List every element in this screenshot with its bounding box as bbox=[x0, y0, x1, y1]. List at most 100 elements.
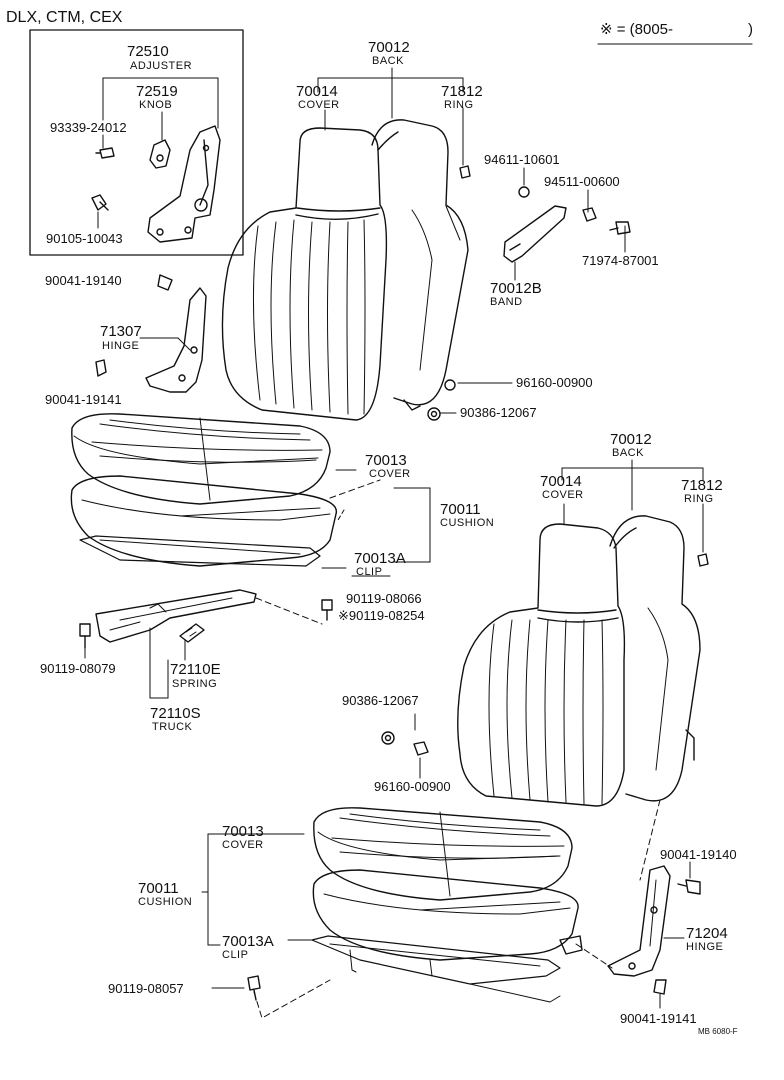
adjuster-drawing bbox=[147, 125, 221, 243]
lower-cover-part-number: 70014 bbox=[540, 473, 582, 490]
lower-hinge-bolt-bottom-part-number: 90041-19141 bbox=[620, 1011, 697, 1026]
lower-back-dash bbox=[639, 799, 661, 881]
lower-ring-part-number: 71812 bbox=[681, 477, 723, 494]
nut-part-number: 94511-00600 bbox=[544, 174, 620, 189]
upper-back-part-number: 70012 bbox=[368, 39, 410, 56]
lower-clip-part-name: CLIP bbox=[222, 949, 249, 961]
upper-cushion-leaders bbox=[321, 469, 431, 577]
cap-right-upper-drawing bbox=[427, 407, 441, 421]
upper-cover-part-name: COVER bbox=[298, 99, 340, 111]
upper-seat-back-drawing bbox=[221, 119, 469, 421]
lower-cushion-part-number: 70011 bbox=[138, 880, 179, 897]
lower-ring-part-name: RING bbox=[684, 493, 714, 505]
washer-upper-drawing bbox=[518, 186, 530, 198]
upper-clip-drawing bbox=[79, 535, 321, 567]
ring-lower-drawing bbox=[697, 553, 709, 567]
truck-bolt-b-part-number: ※90119-08254 bbox=[338, 608, 425, 623]
lower-cushion-drawing bbox=[312, 869, 583, 961]
clip-bolt-part-number: 71974-87001 bbox=[582, 253, 659, 268]
lower-hinge-part-name: HINGE bbox=[686, 941, 724, 953]
lower-hinge-bolt-top-part-number: 90041-19140 bbox=[660, 847, 737, 862]
truck-drawing bbox=[95, 589, 257, 643]
upper-ring-part-name: RING bbox=[444, 99, 474, 111]
hinge-lower-drawing bbox=[607, 865, 671, 977]
bolt-truck-left-drawing bbox=[79, 623, 91, 649]
inset-leader-lines bbox=[97, 77, 219, 229]
band-part-number: 70012B bbox=[490, 280, 542, 297]
nut-right-upper-drawing bbox=[444, 379, 456, 391]
lower-hinge-part-number: 71204 bbox=[686, 925, 728, 942]
washer-part-number: 94611-10601 bbox=[484, 152, 560, 167]
truck-part-number: 72110S bbox=[150, 705, 201, 722]
upper-clip-part-number: 70013A bbox=[354, 550, 406, 567]
hinge-upper-leaders bbox=[139, 337, 191, 351]
lower-seat-back-drawing bbox=[457, 515, 701, 807]
ring-upper-drawing bbox=[459, 165, 471, 179]
upper-cushion-part-number: 70011 bbox=[440, 501, 481, 518]
upper-cover-part-number: 70014 bbox=[296, 83, 338, 100]
truck-left-bolt-part-number: 90119-08079 bbox=[40, 661, 116, 676]
bolt-inset-drawing bbox=[91, 194, 109, 211]
inset-bolt-part-number: 90105-10043 bbox=[46, 231, 123, 246]
bolt-lower-cushion-drawing bbox=[247, 975, 261, 1001]
upper-cushion-part-name: CUSHION bbox=[440, 517, 495, 529]
lower-clip-part-number: 70013A bbox=[222, 933, 274, 950]
upper-clip-part-name: CLIP bbox=[356, 566, 383, 578]
spring-drawing bbox=[179, 623, 205, 643]
hinge-upper-drawing bbox=[145, 287, 207, 393]
screw-drawing bbox=[95, 147, 115, 159]
lower-cushion-bolt-part-number: 90119-08057 bbox=[108, 981, 184, 996]
lower-cushion-part-name: CUSHION bbox=[138, 896, 193, 908]
truck-leaders bbox=[84, 597, 323, 699]
lower-cushion-leaders bbox=[201, 833, 331, 1019]
upper-hinge-bolt-top-part-number: 90041-19140 bbox=[45, 273, 122, 288]
upper-cushion-cover-drawing bbox=[71, 413, 331, 505]
knob-drawing bbox=[149, 139, 171, 169]
cap-lower-drawing bbox=[381, 731, 395, 745]
truck-bolt-a-part-number: 90119-08066 bbox=[346, 591, 422, 606]
knob-part-name: KNOB bbox=[139, 99, 173, 111]
lower-clip-drawing bbox=[311, 935, 561, 1003]
upper-nut-right-part-number: 96160-00900 bbox=[516, 375, 593, 390]
lower-cover-part-name: COVER bbox=[542, 489, 584, 501]
lower-cushion-cover-part-number: 70013 bbox=[222, 823, 264, 840]
spring-part-name: SPRING bbox=[172, 678, 218, 690]
serial-note-suffix: ) bbox=[748, 21, 753, 38]
upper-ring-part-number: 71812 bbox=[441, 83, 483, 100]
lower-cap-part-number: 90386-12067 bbox=[342, 693, 419, 708]
clip-bolt-drawing bbox=[609, 221, 631, 235]
knob-part-number: 72519 bbox=[136, 83, 178, 100]
bolt-truck-right-drawing bbox=[321, 599, 333, 621]
nut-lower-drawing bbox=[413, 741, 429, 756]
upper-cushion-cover-part-number: 70013 bbox=[365, 452, 407, 469]
lower-cushion-cover-part-name: COVER bbox=[222, 839, 264, 851]
inset-frame bbox=[29, 29, 244, 256]
upper-hinge-bolt-bottom-part-number: 90041-19141 bbox=[45, 392, 122, 407]
band-drawing bbox=[503, 205, 567, 263]
lower-nut-part-number: 96160-00900 bbox=[374, 779, 451, 794]
adjuster-part-name: ADJUSTER bbox=[130, 60, 193, 72]
lower-back-leaders bbox=[414, 459, 704, 779]
upper-cushion-drawing bbox=[70, 475, 338, 567]
upper-hinge-part-number: 71307 bbox=[100, 323, 142, 340]
lower-cushion-cover-drawing bbox=[313, 807, 573, 901]
diagram-code: MB 6080-F bbox=[698, 1027, 738, 1036]
serial-note-prefix: ※ = (8005- bbox=[600, 21, 674, 38]
nut-upper-drawing bbox=[582, 207, 597, 222]
spring-part-number: 72110E bbox=[170, 661, 221, 678]
screw-part-number: 93339-24012 bbox=[50, 120, 127, 135]
upper-cap-right-part-number: 90386-12067 bbox=[460, 405, 537, 420]
bolt-hinge-upper-drawing bbox=[95, 274, 173, 377]
bolt-hinge-lower-drawing bbox=[653, 879, 701, 995]
upper-cushion-cover-part-name: COVER bbox=[369, 468, 411, 480]
truck-part-name: TRUCK bbox=[152, 721, 193, 733]
hinge-lower-leaders bbox=[575, 861, 691, 1009]
model-variants-title: DLX, CTM, CEX bbox=[6, 9, 123, 26]
upper-hinge-part-name: HINGE bbox=[102, 340, 140, 352]
upper-back-part-name: BACK bbox=[372, 55, 404, 67]
lower-back-part-name: BACK bbox=[612, 447, 644, 459]
lower-back-part-number: 70012 bbox=[610, 431, 652, 448]
adjuster-part-number: 72510 bbox=[127, 43, 169, 60]
